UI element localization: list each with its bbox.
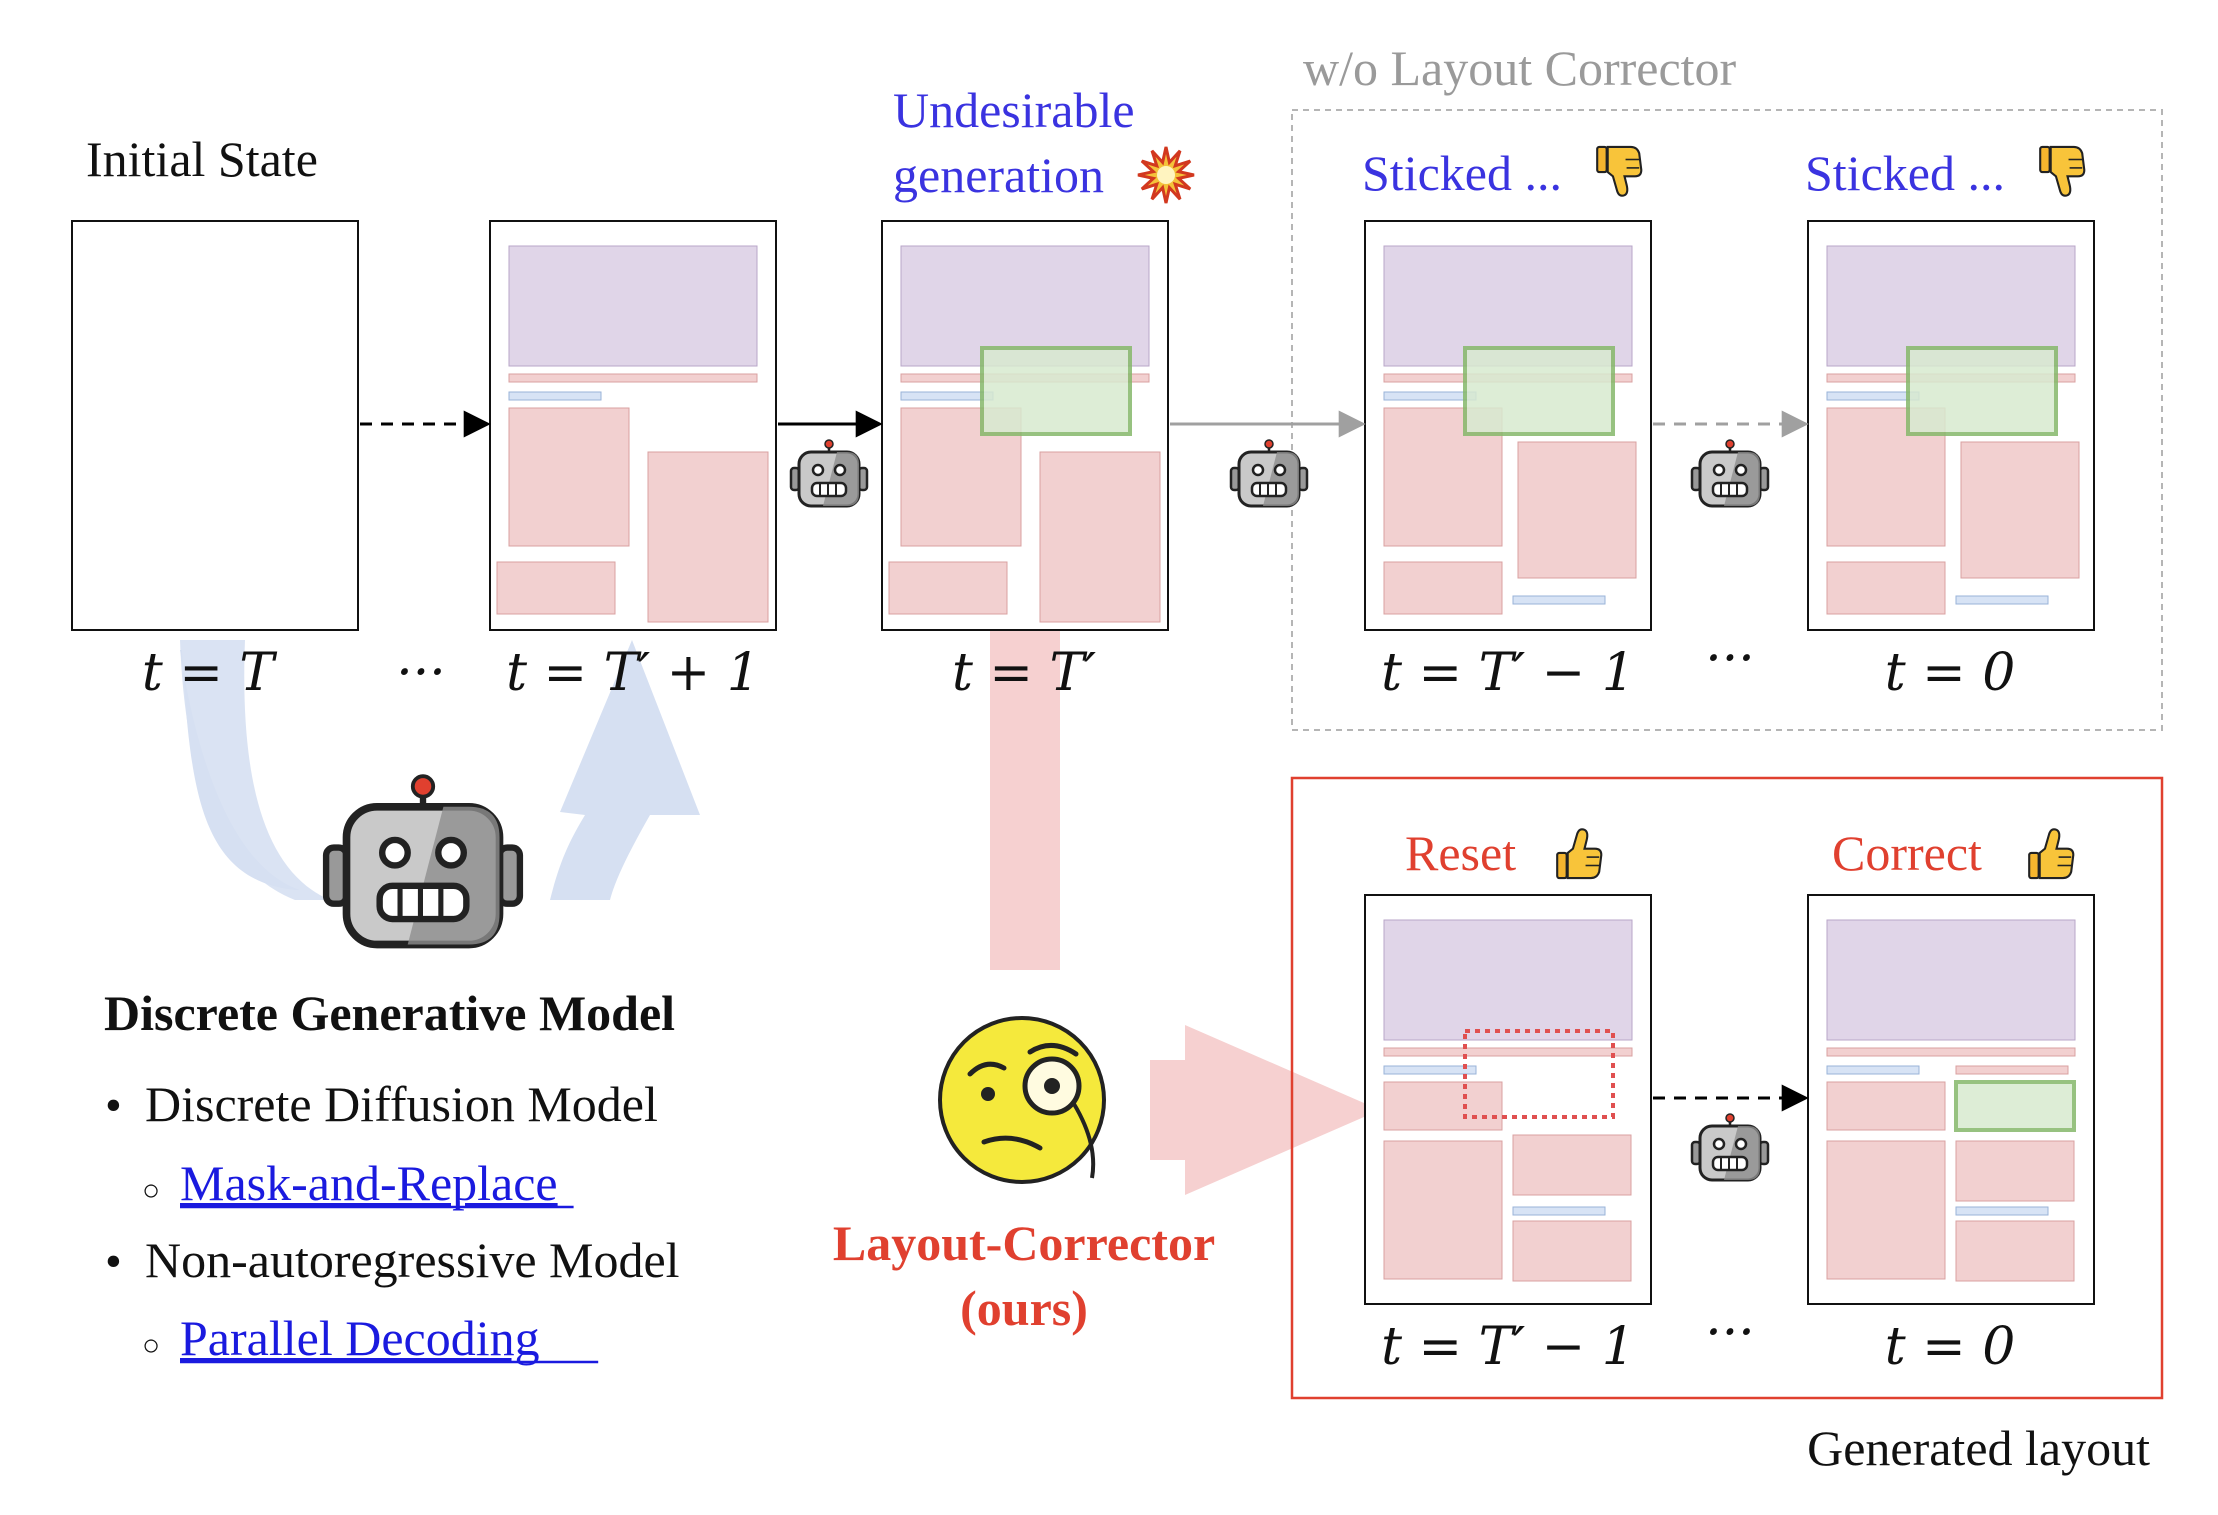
robot-icon xyxy=(789,438,869,508)
layout-text-box xyxy=(1383,1081,1503,1131)
undesirable-label-line1: Undesirable xyxy=(893,82,1135,138)
list-link[interactable]: Mask-and-Replace xyxy=(180,1155,558,1211)
layout-caption-bar xyxy=(1955,1206,2049,1216)
layout-text-box xyxy=(496,561,616,615)
explosion-core xyxy=(1157,166,1175,184)
stuck-green-box xyxy=(1463,346,1615,436)
list-bullet: ○ xyxy=(142,1329,160,1362)
layout-title-bar xyxy=(1955,1065,2069,1075)
layout-text-box xyxy=(647,451,769,623)
list-link[interactable]: Parallel Decoding xyxy=(180,1310,540,1366)
timestep-bottom-t-0: t = 0 xyxy=(1885,1317,2016,1377)
layout-text-box xyxy=(1383,561,1503,615)
timestep-t-Tp1: t = T′ + 1 xyxy=(506,643,760,703)
monocle-face-icon xyxy=(938,1016,1106,1184)
robot-icon xyxy=(326,776,520,944)
layout-text-box xyxy=(1955,1220,2075,1282)
model-title: Discrete Generative Model xyxy=(104,985,675,1041)
misplaced-green-box xyxy=(980,346,1132,436)
layout-text-box xyxy=(1826,561,1946,615)
frame-t-T xyxy=(71,220,359,631)
thumbs-up-icon xyxy=(2028,828,2075,880)
layout-caption-bar xyxy=(1826,1065,1920,1075)
corrector-label-line2: (ours) xyxy=(960,1280,1088,1336)
thumbs-down-icon xyxy=(2039,145,2086,197)
reset-label: Reset xyxy=(1405,825,1516,881)
corrector-flow-bar xyxy=(990,630,1060,970)
layout-title-bar xyxy=(1383,1047,1633,1057)
correct-label: Correct xyxy=(1832,825,1982,881)
robot-icon xyxy=(1229,438,1309,508)
timestep-bottom-t-Tm1: t = T′ − 1 xyxy=(1381,1317,1635,1377)
layout-caption-bar xyxy=(1512,1206,1606,1216)
layout-image-box xyxy=(1383,919,1633,1041)
timestep-dots: ··· xyxy=(396,643,446,703)
robot-icon xyxy=(1690,438,1770,508)
layout-image-box xyxy=(1826,919,2076,1041)
layout-title-bar xyxy=(1826,1047,2076,1057)
layout-text-box xyxy=(1039,451,1161,623)
layout-text-box xyxy=(1517,441,1637,579)
layout-text-box xyxy=(1826,1140,1946,1280)
corrected-green-box xyxy=(1954,1080,2076,1132)
timestep-top-t-Tm1: t = T′ − 1 xyxy=(1381,643,1635,703)
layout-text-box xyxy=(1512,1134,1632,1196)
list-item: Non-autoregressive Model xyxy=(145,1232,680,1288)
generated-layout-label: Generated layout xyxy=(1807,1420,2150,1476)
layout-caption-bar xyxy=(1826,391,1920,401)
thumbs-down-icon xyxy=(1596,145,1643,197)
with-corrector-group xyxy=(1290,776,2164,1400)
layout-caption-bar xyxy=(1383,391,1477,401)
robot-icon xyxy=(1690,1112,1770,1182)
layout-title-bar xyxy=(508,373,758,383)
layout-text-box xyxy=(1512,1220,1632,1282)
layout-text-box xyxy=(1383,1140,1503,1280)
flow-arc-left-body xyxy=(180,640,330,900)
sticked-label: Sticked ... xyxy=(1362,145,1562,201)
layout-text-box xyxy=(508,407,630,547)
flow-arrow-right xyxy=(550,640,700,900)
layout-caption-bar xyxy=(1955,595,2049,605)
timestep-dots: ··· xyxy=(1705,1303,1755,1363)
layout-caption-bar xyxy=(1383,1065,1477,1075)
without-corrector-title: w/o Layout Corrector xyxy=(1303,40,1737,96)
layout-caption-bar xyxy=(508,391,602,401)
without-corrector-group xyxy=(1291,109,2163,731)
timestep-dots: ··· xyxy=(1705,629,1755,689)
layout-text-box xyxy=(1955,1140,2075,1202)
layout-text-box xyxy=(888,561,1008,615)
list-bullet: • xyxy=(105,1235,122,1288)
corrector-label-line1: Layout-Corrector xyxy=(833,1215,1215,1271)
thumbs-up-icon xyxy=(1556,828,1603,880)
list-bullet: ○ xyxy=(142,1174,160,1207)
stuck-green-box xyxy=(1906,346,2058,436)
layout-caption-bar xyxy=(1512,595,1606,605)
timestep-top-t-0: t = 0 xyxy=(1885,643,2016,703)
timestep-t-T: t = T xyxy=(142,643,278,703)
corrector-flow-arrow xyxy=(1150,1025,1380,1195)
layout-caption-bar xyxy=(900,391,994,401)
sticked-label: Sticked ... xyxy=(1805,145,2005,201)
layout-image-box xyxy=(508,245,758,367)
layout-text-box xyxy=(1960,441,2080,579)
layout-text-box xyxy=(1826,1081,1946,1131)
initial-state-label: Initial State xyxy=(86,131,318,187)
timestep-t-Tp: t = T′ xyxy=(952,643,1096,703)
list-item: Discrete Diffusion Model xyxy=(145,1076,658,1132)
reset-dashed-box xyxy=(1463,1029,1615,1119)
list-bullet: • xyxy=(105,1079,122,1132)
undesirable-label-line2: generation xyxy=(893,147,1104,203)
